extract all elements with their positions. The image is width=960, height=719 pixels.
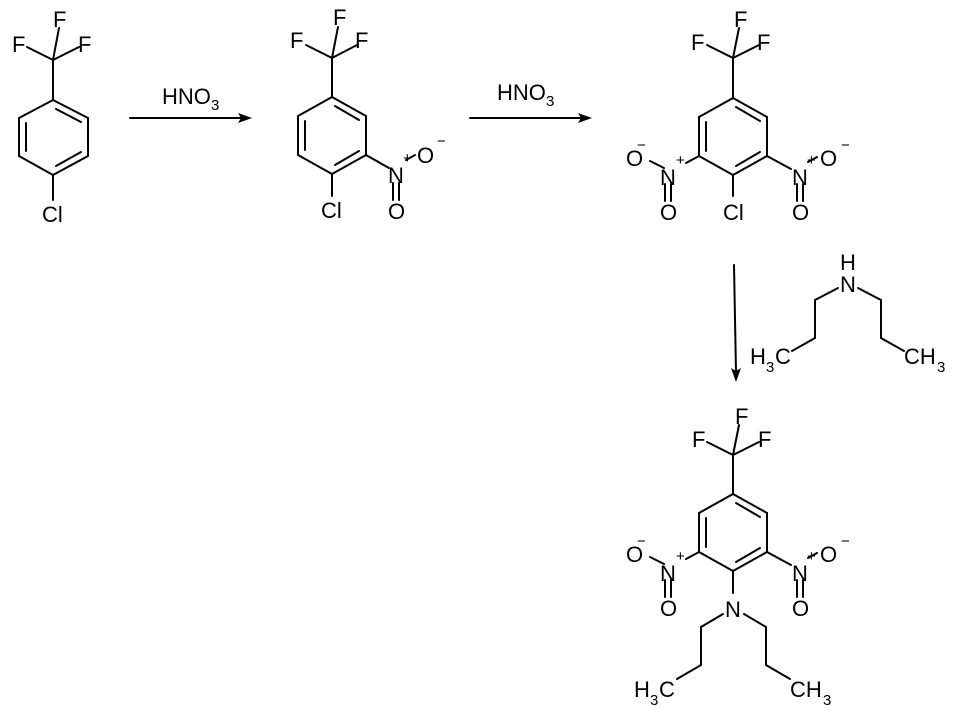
- nitrogen-atom: N: [660, 561, 676, 586]
- nitrogen-atom: N: [792, 165, 808, 190]
- nitrogen-atom: N: [660, 165, 676, 190]
- oxygen-atom: O: [626, 542, 643, 567]
- molecule-4-chloro-3-nitrobenzotrifluoride: F F F Cl N + O − O: [290, 5, 446, 224]
- fluorine-atom: F: [355, 28, 368, 53]
- hydrogen-atom: H: [750, 344, 766, 369]
- methyl-group-left: H 3 C: [750, 344, 791, 376]
- oxygen-atom: O: [820, 146, 837, 171]
- negative-charge: −: [637, 533, 646, 550]
- negative-charge: −: [841, 533, 850, 550]
- oxygen-atom: O: [792, 200, 809, 225]
- subscript: 3: [937, 359, 945, 376]
- fluorine-atom: F: [735, 404, 748, 429]
- nitrogen-atom: N: [388, 163, 404, 188]
- fluorine-atom: F: [78, 32, 91, 57]
- reagent-subscript: 3: [546, 93, 554, 110]
- reagent-label: HNO: [162, 84, 211, 109]
- chlorine-atom: Cl: [42, 202, 63, 227]
- fluorine-atom: F: [333, 5, 346, 30]
- fluorine-atom: F: [691, 30, 704, 55]
- oxygen-atom: O: [660, 200, 677, 225]
- reaction-arrow-2: HNO 3: [469, 80, 592, 123]
- oxygen-atom: O: [820, 542, 837, 567]
- negative-charge: −: [841, 137, 850, 154]
- molecule-dipropylamine: H N H 3 C CH 3: [750, 250, 945, 376]
- oxygen-atom: O: [417, 143, 434, 168]
- reagent-subscript: 3: [211, 97, 219, 114]
- nitrogen-atom: N: [792, 561, 808, 586]
- bonds: [649, 424, 818, 680]
- reaction-arrow-3: [731, 264, 741, 382]
- negative-charge: −: [637, 137, 646, 154]
- oxygen-atom: O: [792, 596, 809, 621]
- molecule-4-chloro-3-5-dinitrobenzotrifluoride: F F F Cl N + O − O N + O − O: [626, 7, 850, 225]
- bonds: [791, 287, 905, 352]
- bonds: [18, 27, 89, 201]
- nitrogen-atom: N: [725, 597, 741, 622]
- bonds: [297, 26, 416, 201]
- subscript: 3: [650, 692, 658, 709]
- oxygen-atom: O: [660, 596, 677, 621]
- positive-charge: +: [807, 152, 816, 169]
- molecule-trifluralin: F F F N + O − O N + O − O N H 3 C CH 3: [626, 404, 850, 709]
- chlorine-atom: Cl: [723, 200, 744, 225]
- methyl-group-right: CH 3: [904, 344, 945, 376]
- methyl-label: CH: [790, 677, 822, 702]
- reaction-arrow-1: HNO 3: [129, 84, 252, 123]
- bonds: [649, 27, 818, 202]
- subscript: 3: [766, 359, 774, 376]
- positive-charge: +: [676, 152, 685, 169]
- positive-charge: +: [403, 150, 412, 167]
- chlorine-atom: Cl: [321, 198, 342, 223]
- fluorine-atom: F: [53, 7, 66, 32]
- oxygen-atom: O: [388, 199, 405, 224]
- methyl-group-right: CH 3: [790, 677, 831, 709]
- carbon-atom: C: [775, 344, 791, 369]
- fluorine-atom: F: [290, 28, 303, 53]
- nitrogen-atom: N: [840, 272, 856, 297]
- positive-charge: +: [676, 548, 685, 565]
- hydrogen-atom: H: [840, 250, 856, 275]
- carbon-atom: C: [659, 677, 675, 702]
- positive-charge: +: [807, 548, 816, 565]
- fluorine-atom: F: [692, 427, 705, 452]
- fluorine-atom: F: [12, 32, 25, 57]
- molecule-4-chlorobenzotrifluoride: F F F Cl: [12, 7, 91, 227]
- reagent-label: HNO: [497, 80, 546, 105]
- methyl-label: CH: [904, 344, 936, 369]
- subscript: 3: [823, 692, 831, 709]
- fluorine-atom: F: [757, 30, 770, 55]
- negative-charge: −: [437, 133, 446, 150]
- methyl-group-left: H 3 C: [634, 677, 675, 709]
- oxygen-atom: O: [626, 146, 643, 171]
- fluorine-atom: F: [734, 7, 747, 32]
- fluorine-atom: F: [758, 427, 771, 452]
- hydrogen-atom: H: [634, 677, 650, 702]
